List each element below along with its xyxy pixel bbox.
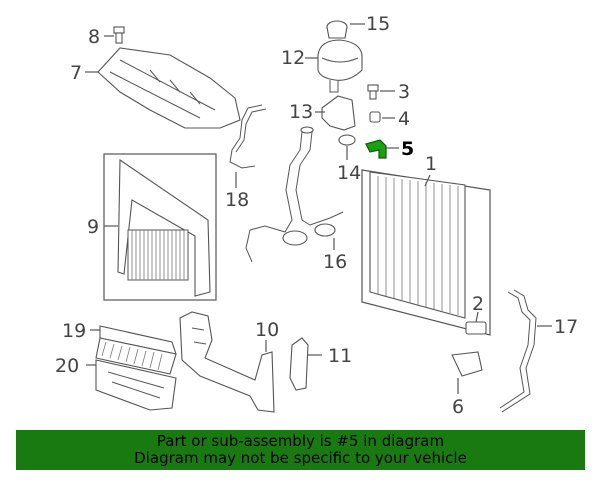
callout-15: 15 — [366, 13, 390, 35]
callout-19: 19 — [62, 320, 86, 342]
part-12-reservoir — [305, 39, 363, 93]
part-17-hose — [499, 289, 552, 413]
part-9-air-guide — [103, 153, 217, 301]
part-2-sensor — [465, 311, 487, 335]
callout-18: 18 — [225, 189, 249, 211]
callout-14: 14 — [337, 162, 361, 184]
callout-9: 9 — [87, 216, 99, 238]
part-14-grommet — [338, 134, 356, 160]
part-4-nut — [369, 111, 395, 123]
part-18-hose — [229, 104, 267, 188]
part-3-screw — [367, 84, 395, 100]
callout-10: 10 — [255, 319, 279, 341]
callout-7: 7 — [70, 62, 82, 84]
callout-2: 2 — [472, 293, 484, 315]
part-20-cover — [86, 359, 177, 411]
callout-11: 11 — [328, 345, 352, 367]
part-11-side-bracket — [289, 337, 322, 391]
part-1-radiator — [361, 169, 491, 336]
callout-6: 6 — [452, 396, 464, 418]
part-6-mount — [451, 351, 483, 394]
info-banner: Part or sub-assembly is #5 in diagram Di… — [16, 430, 585, 470]
callout-16: 16 — [323, 251, 347, 273]
callout-17: 17 — [554, 316, 578, 338]
callout-4: 4 — [398, 108, 410, 130]
callout-12: 12 — [281, 47, 305, 69]
part-5-bracket-highlighted — [365, 139, 399, 159]
part-16-hose — [245, 126, 344, 263]
part-8-bolt — [104, 26, 125, 44]
callout-3: 3 — [398, 81, 410, 103]
part-15-cap — [326, 20, 365, 39]
part-13-bracket — [315, 95, 356, 131]
parts-diagram: 15 12 8 7 3 4 5 13 14 1 18 9 16 2 17 19 … — [55, 13, 578, 418]
callout-8: 8 — [88, 26, 100, 48]
callout-5: 5 — [401, 138, 414, 160]
part-10-lower-bracket — [179, 311, 275, 413]
callout-20: 20 — [55, 355, 79, 377]
part-7-upper-deflector — [85, 47, 241, 129]
banner-line-2: Diagram may not be specific to your vehi… — [134, 449, 467, 467]
part-19-cooler — [90, 325, 177, 375]
banner-line-1: Part or sub-assembly is #5 in diagram — [156, 432, 445, 450]
callout-13: 13 — [289, 101, 313, 123]
callout-1: 1 — [425, 153, 437, 175]
